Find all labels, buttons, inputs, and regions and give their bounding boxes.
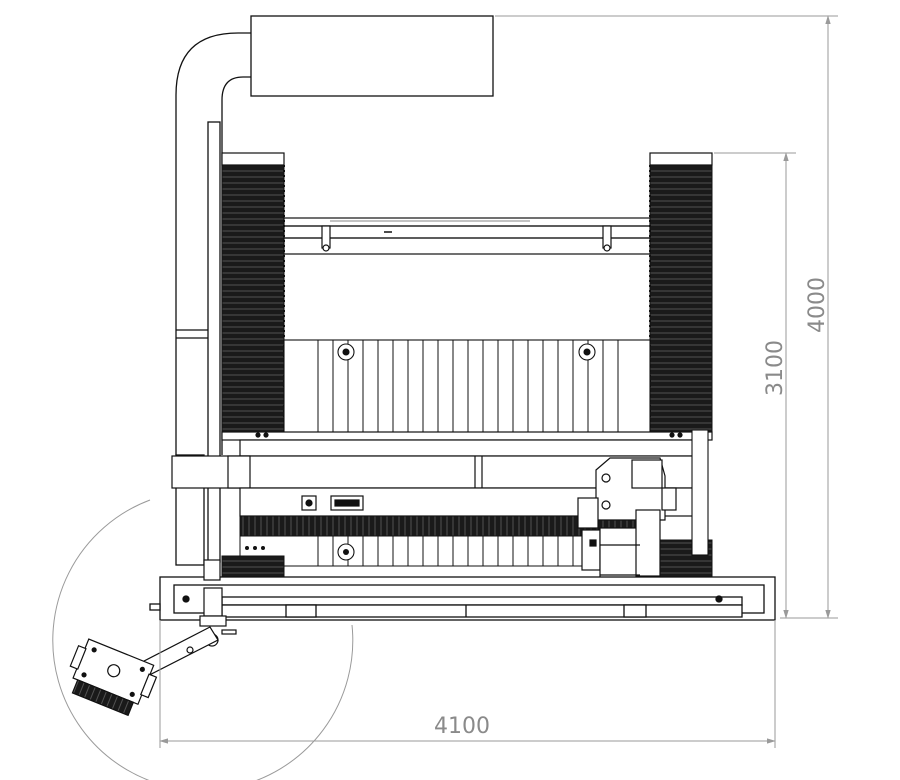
swing-head xyxy=(69,638,158,717)
left-brush-column xyxy=(221,152,285,434)
dimension-column-height xyxy=(714,152,796,619)
dimension-overall-height xyxy=(495,15,838,619)
ribbed-chamber xyxy=(283,339,651,439)
width-label: 4100 xyxy=(434,714,490,739)
dimension-width xyxy=(159,620,776,748)
control-panel xyxy=(301,495,364,511)
upper-cross-beam xyxy=(283,217,651,255)
lower-brush-belt xyxy=(239,515,641,567)
overall-height-label: 4000 xyxy=(805,277,830,333)
column-height-label: 3100 xyxy=(763,340,788,396)
base-frame xyxy=(149,576,776,621)
swing-radius-arc xyxy=(52,499,354,780)
exhaust-duct xyxy=(175,15,494,566)
inner-frame xyxy=(283,254,651,340)
right-brush-column xyxy=(649,152,713,434)
